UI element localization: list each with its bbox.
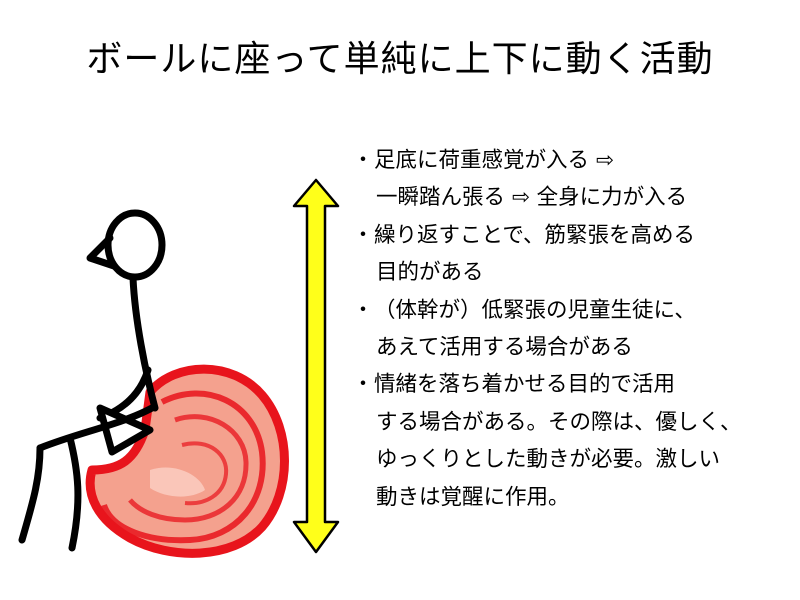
bullet-line: ・繰り返すことで、筋緊張を高める <box>352 217 792 254</box>
bullet-line: ・（体幹が）低緊張の児童生徒に、 <box>352 292 792 329</box>
bullet-line: 目的がある <box>376 260 484 286</box>
figure-body <box>129 274 159 412</box>
bullet-line: あえて活用する場合がある <box>376 335 633 361</box>
up-down-arrow-icon <box>292 178 340 554</box>
bullet-line: 一瞬踏ん張る ⇨ 全身に力が入る <box>376 185 688 211</box>
figure-thigh <box>36 404 156 452</box>
figure-leg-back <box>18 444 44 544</box>
bullet-marker: ・ <box>352 297 374 323</box>
bullet-item: ・情緒を落ち着かせる目的で活用 する場合がある。その際は、優しく、 ゆっくりとし… <box>352 366 792 516</box>
red-ball-icon <box>85 364 289 558</box>
bullet-item: ・足底に荷重感覚が入る ⇨ 一瞬踏ん張る ⇨ 全身に力が入る <box>352 142 792 217</box>
bullet-marker: ・ <box>352 372 374 398</box>
bullet-list: ・足底に荷重感覚が入る ⇨ 一瞬踏ん張る ⇨ 全身に力が入る ・繰り返すことで、… <box>352 142 792 516</box>
bullet-marker: ・ <box>352 222 374 248</box>
figure-nose <box>86 234 118 270</box>
bullet-item: ・繰り返すことで、筋緊張を高める 目的がある <box>352 217 792 292</box>
bullet-marker: ・ <box>352 148 374 173</box>
bullet-line: する場合がある。その際は、優しく、 <box>376 409 742 435</box>
stick-figure-sitting-icon <box>18 209 166 552</box>
figure-leg-front <box>66 434 82 552</box>
bullet-line: ・情緒を落ち着かせる目的で活用 <box>352 366 792 403</box>
bullet-line: 動きは覚醒に作用。 <box>376 484 570 510</box>
bullet-line: ・足底に荷重感覚が入る ⇨ <box>352 142 792 179</box>
page-title: ボールに座って単純に上下に動く活動 <box>86 39 714 80</box>
bullet-item: ・（体幹が）低緊張の児童生徒に、 あえて活用する場合がある <box>352 292 792 367</box>
bullet-line: ゆっくりとした動きが必要。激しい <box>376 447 721 473</box>
